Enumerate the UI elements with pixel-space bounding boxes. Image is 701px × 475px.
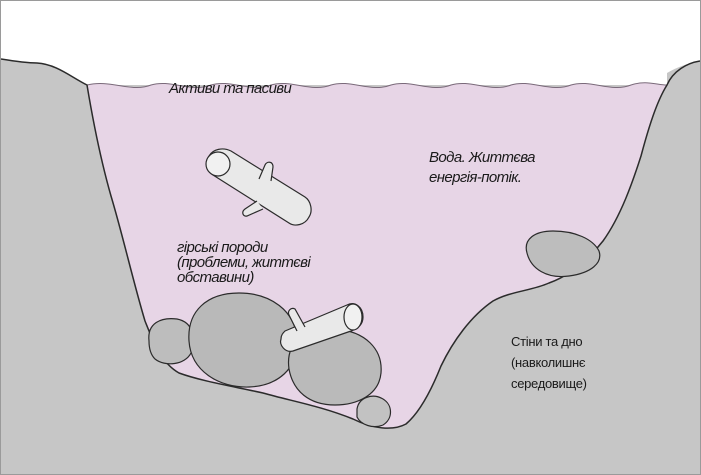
label-walls-line2: (навколишнє bbox=[511, 352, 587, 373]
label-walls-line1: Стіни та дно bbox=[511, 331, 587, 352]
label-assets: Активи та пасиви bbox=[169, 81, 291, 96]
label-walls: Стіни та дно (навколишнє середовище) bbox=[511, 331, 587, 394]
rock-small-left bbox=[149, 319, 194, 364]
label-water-line1: Вода. Життєва bbox=[429, 148, 535, 168]
label-water: Вода. Життєва енергія-потік. bbox=[429, 148, 535, 188]
label-water-line2: енергія-потік. bbox=[429, 168, 535, 188]
label-rocks-line2: (проблеми, життєві bbox=[177, 255, 310, 270]
label-walls-line3: середовище) bbox=[511, 373, 587, 394]
rock-bottom bbox=[357, 396, 391, 426]
label-rocks-line1: гірські породи bbox=[177, 240, 310, 255]
label-rocks-line3: обставини) bbox=[177, 270, 310, 285]
label-rocks: гірські породи (проблеми, життєві обстав… bbox=[177, 240, 310, 285]
